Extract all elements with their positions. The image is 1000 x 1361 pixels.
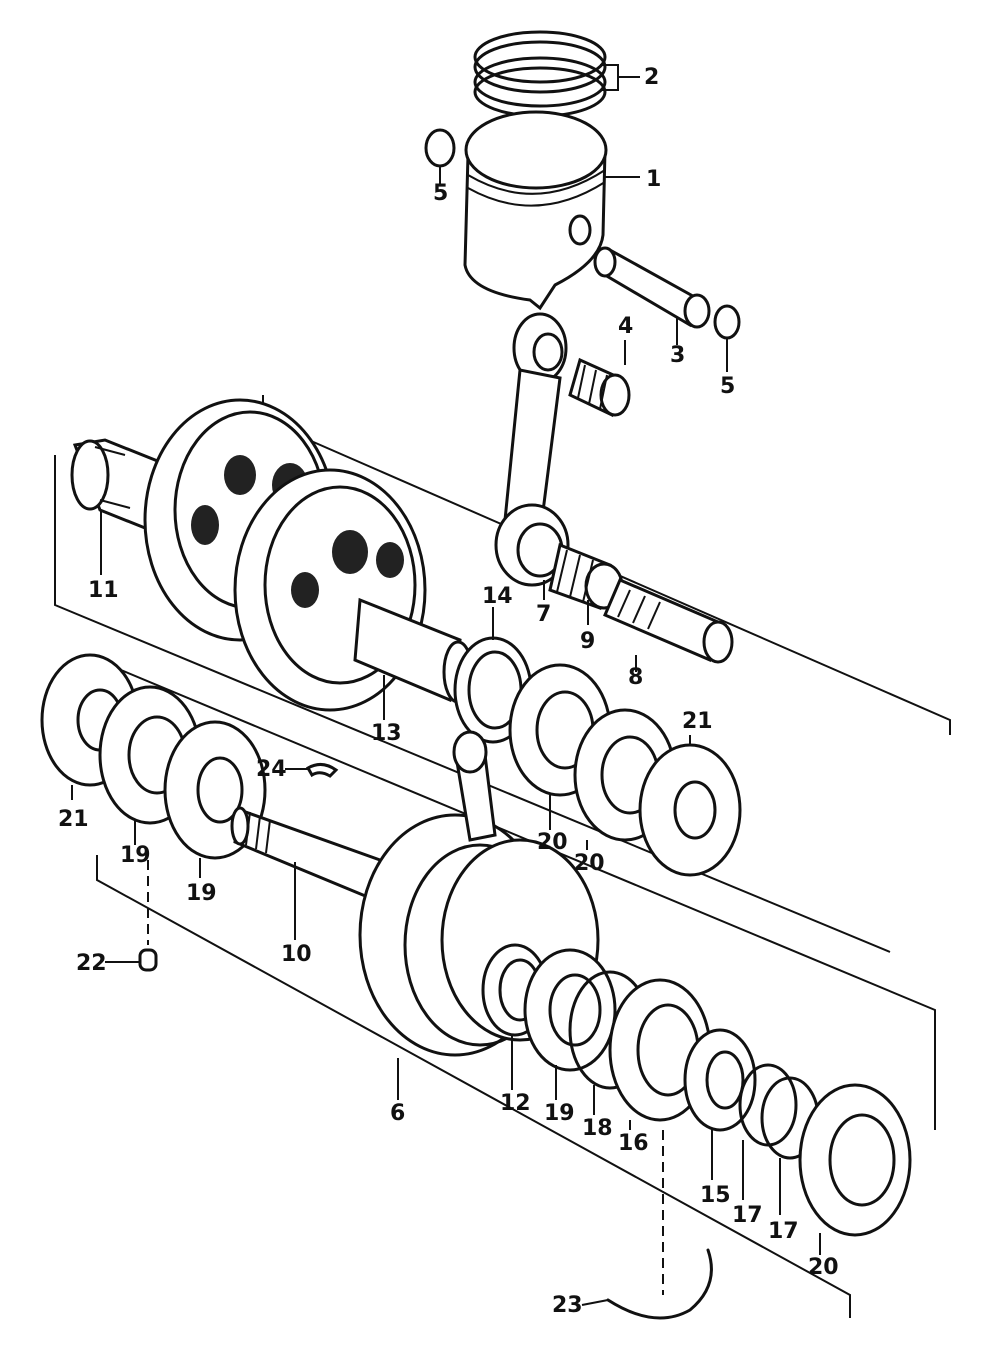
callout-23: 23 xyxy=(552,1293,583,1318)
c-ring xyxy=(606,1248,713,1320)
callout-21-left: 21 xyxy=(58,807,89,832)
circlip-left xyxy=(424,128,456,168)
callout-3: 3 xyxy=(670,343,685,368)
callout-24: 24 xyxy=(256,757,287,782)
callout-4: 4 xyxy=(618,314,633,339)
callout-17-a: 17 xyxy=(732,1203,763,1228)
callout-16: 16 xyxy=(618,1131,649,1156)
woodruff-key xyxy=(305,763,339,778)
piston-pin xyxy=(593,246,711,329)
right-crank-half xyxy=(233,468,474,712)
callout-7: 7 xyxy=(536,602,551,627)
callout-8: 8 xyxy=(628,665,643,690)
piston-rings xyxy=(473,30,607,118)
bearing-19-middle xyxy=(523,948,617,1072)
callout-11: 11 xyxy=(88,578,119,603)
circlip-right xyxy=(713,304,741,340)
callout-14: 14 xyxy=(482,584,513,609)
lower-shaft xyxy=(230,806,382,903)
connecting-rod xyxy=(494,312,570,587)
callout-13: 13 xyxy=(371,721,402,746)
leader-lines xyxy=(71,64,821,1306)
lower-assembly-bracket xyxy=(96,659,936,1318)
piston xyxy=(463,110,608,311)
small-end-bearing xyxy=(568,357,631,418)
callout-21-right: 21 xyxy=(682,709,713,734)
callout-labels: 2 1 5 4 3 5 11 14 7 9 8 21 13 24 21 20 1… xyxy=(58,65,839,1318)
bearing-20-lower xyxy=(798,1083,912,1237)
alignment-lines xyxy=(147,860,664,1295)
callout-18: 18 xyxy=(582,1116,613,1141)
callout-5-left: 5 xyxy=(433,181,448,206)
crank-pin xyxy=(603,578,734,664)
callout-17-b: 17 xyxy=(768,1219,799,1244)
callout-19-c: 19 xyxy=(544,1101,575,1126)
callout-20-a: 20 xyxy=(537,830,568,855)
callout-9: 9 xyxy=(580,629,595,654)
callout-1: 1 xyxy=(646,167,661,192)
callout-10: 10 xyxy=(281,942,312,967)
callout-19-a: 19 xyxy=(120,843,151,868)
callout-20-b: 20 xyxy=(574,851,605,876)
collar-15 xyxy=(683,1028,757,1132)
callout-6: 6 xyxy=(390,1101,405,1126)
callout-22: 22 xyxy=(76,951,107,976)
dowel-pin xyxy=(138,948,158,972)
callout-20-c: 20 xyxy=(808,1255,839,1280)
oil-seal-right xyxy=(638,743,742,877)
callout-12: 12 xyxy=(500,1091,531,1116)
callout-19-b: 19 xyxy=(186,881,217,906)
callout-2: 2 xyxy=(644,65,659,90)
callout-15: 15 xyxy=(700,1183,731,1208)
callout-5-right: 5 xyxy=(720,374,735,399)
